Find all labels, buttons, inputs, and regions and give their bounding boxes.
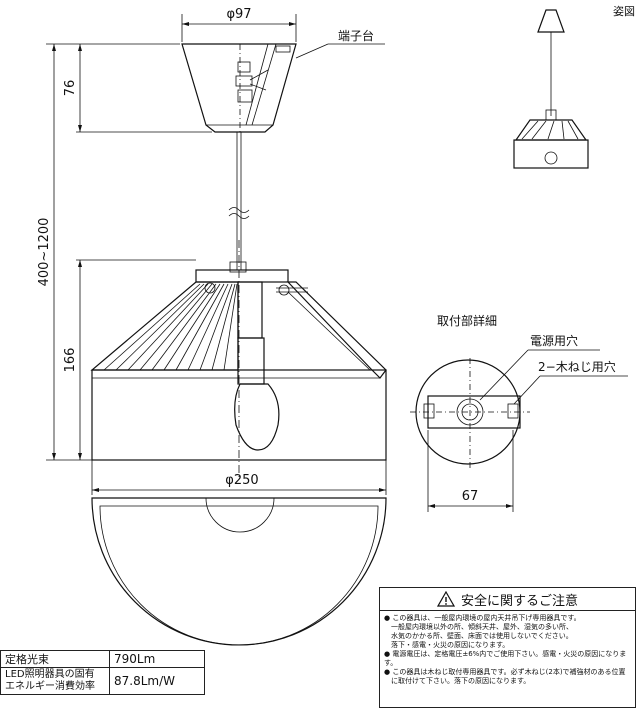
appearance-label: 姿図: [613, 5, 635, 18]
dim-canopy-height: 76: [63, 80, 78, 97]
safety-title: 安全に関するご注意: [460, 593, 578, 609]
safety-header: 安全に関するご注意: [380, 588, 635, 611]
appearance-sketch: 姿図: [513, 5, 635, 169]
spec-table: 定格光束 790Lm LED照明器具の固有 エネルギー消費効率 87.8Lm/W: [0, 650, 205, 695]
dim-cord-length: 400~1200: [37, 218, 52, 287]
spec-row: LED照明器具の固有 エネルギー消費効率 87.8Lm/W: [0, 667, 205, 695]
safety-body: ● この器具は、一般屋内環境の屋内天井吊下げ専用器具です。 一般屋内環境以外の所…: [380, 611, 635, 689]
spec-value: 87.8Lm/W: [109, 667, 205, 695]
dim-top-width: φ97: [226, 7, 251, 22]
safety-line: 水気のかかる所、壁面、床面では使用しないでください。: [384, 632, 573, 640]
safety-line: 一般屋内環境以外の所、傾斜天井、屋外、湿気の多い所、: [384, 623, 573, 631]
spec-row: 定格光束 790Lm: [0, 650, 205, 668]
safety-line: 落下・感電・火災の原因になります。: [384, 641, 510, 649]
shade-stripes: [90, 281, 239, 371]
safety-line: ● 電源電圧は、定格電圧±6%内でご使用下さい。感電・火災の原因になります。: [384, 650, 627, 667]
dim-shade-diameter: φ250: [225, 473, 258, 488]
mount-detail: 取付部詳細 電源用穴 2−木ねじ用穴 67: [410, 313, 628, 512]
spec-label-line: エネルギー消費効率: [5, 681, 95, 692]
screw-holes-label: 2−木ねじ用穴: [538, 359, 616, 374]
spec-value: 790Lm: [109, 650, 205, 668]
safety-line: ● この器具は木ねじ取付専用器具です。必ず木ねじ(2本)で補強材のある位置: [384, 668, 626, 676]
mount-detail-label: 取付部詳細: [437, 313, 497, 328]
safety-line: ● この器具は、一般屋内環境の屋内天井吊下げ専用器具です。: [384, 614, 581, 622]
warning-icon: [436, 591, 455, 607]
safety-notice: 安全に関するご注意 ● この器具は、一般屋内環境の屋内天井吊下げ専用器具です。 …: [379, 587, 636, 708]
spec-label: 定格光束: [0, 650, 110, 668]
power-hole-label: 電源用穴: [530, 333, 578, 348]
terminal-block-label: 端子台: [338, 28, 374, 43]
safety-line: に取付けて下さい。落下の原因になります。: [384, 677, 531, 685]
spec-label: LED照明器具の固有 エネルギー消費効率: [0, 667, 110, 695]
spec-label-line: LED照明器具の固有: [5, 669, 95, 680]
dim-detail-width: 67: [462, 489, 479, 504]
main-side-view: φ97 端子台 76 400~1200: [37, 7, 387, 646]
dim-shade-height: 166: [63, 348, 78, 373]
